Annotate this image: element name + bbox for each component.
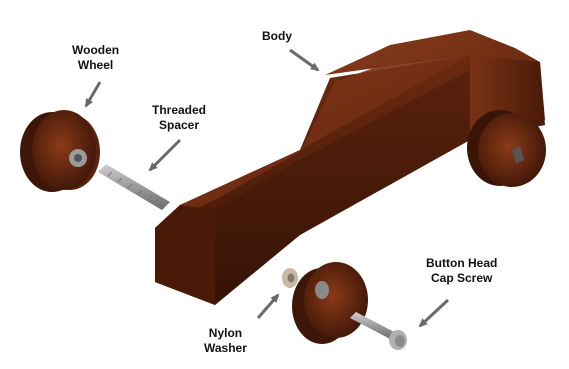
- label-body: Body: [262, 29, 292, 44]
- threaded-spacer: [98, 164, 170, 210]
- label-wooden-wheel-line1: Wooden: [72, 43, 119, 58]
- label-cap-screw-line1: Button Head: [426, 256, 497, 271]
- label-threaded-spacer-line1: Threaded: [152, 103, 206, 118]
- label-threaded-spacer-line2: Spacer: [152, 118, 206, 133]
- label-button-head-cap-screw: Button Head Cap Screw: [426, 256, 497, 286]
- body-front-end: [155, 205, 215, 305]
- arrow-body: [290, 50, 318, 70]
- label-cap-screw-line2: Cap Screw: [426, 271, 497, 286]
- nylon-washer: [282, 268, 298, 288]
- label-nylon-washer-line2: Washer: [204, 341, 247, 356]
- label-nylon-washer: Nylon Washer: [204, 326, 247, 356]
- label-wooden-wheel-line2: Wheel: [72, 58, 119, 73]
- arrow-threaded-spacer: [150, 140, 180, 170]
- button-head-cap-screw: [350, 312, 407, 350]
- label-wooden-wheel: Wooden Wheel: [72, 43, 119, 73]
- arrow-cap-screw: [420, 300, 448, 326]
- wooden-wheel: [20, 110, 100, 192]
- arrow-nylon-washer: [258, 295, 278, 318]
- front-wheel-exploded: [292, 262, 368, 344]
- label-nylon-washer-line1: Nylon: [204, 326, 247, 341]
- label-body-line1: Body: [262, 29, 292, 44]
- arrow-wooden-wheel: [86, 82, 100, 106]
- label-threaded-spacer: Threaded Spacer: [152, 103, 206, 133]
